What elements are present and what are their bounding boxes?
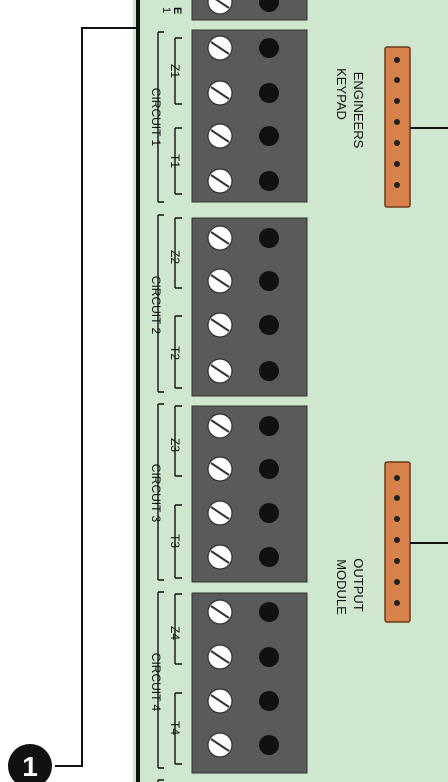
terminal-holes [259, 228, 279, 381]
zone-bracket [174, 217, 182, 289]
pin [394, 475, 400, 481]
zone-label: Z2 [168, 250, 182, 264]
hole [259, 735, 279, 755]
circuit-label: CIRCUIT 2 [149, 276, 163, 335]
hole [259, 459, 279, 479]
zone-label: Z4 [168, 626, 182, 640]
zone-bracket [174, 593, 182, 665]
terminal-holes [259, 602, 279, 755]
terminal-screws [207, 413, 233, 570]
terminal-prefix-a: E [171, 7, 183, 14]
circuit-label: CIRCUIT 4 [149, 653, 163, 712]
hole [259, 38, 279, 58]
zone-bracket [174, 405, 182, 477]
pin [394, 600, 400, 606]
hole [259, 602, 279, 622]
hole [259, 126, 279, 146]
zone-label: Z3 [168, 438, 182, 452]
header-pins [394, 57, 400, 188]
terminal-screws [207, 35, 233, 194]
pin [394, 537, 400, 543]
tamper-bracket [174, 315, 182, 389]
terminal-screws [207, 225, 233, 384]
hole [259, 691, 279, 711]
top-partial-terminal: E 1 [160, 0, 308, 21]
circuit-3: CIRCUIT 3 Z3 T3 [149, 403, 308, 583]
tamper-bracket [174, 127, 182, 195]
engineers-keypad-connector: ENGINEERS KEYPAD [334, 46, 448, 208]
connector-label-line2: MODULE [334, 559, 349, 615]
connector-label-line1: ENGINEERS [351, 72, 366, 149]
pin [394, 119, 400, 125]
pin [394, 98, 400, 104]
hole [259, 416, 279, 436]
pin [394, 495, 400, 501]
callout-number: 1 [22, 751, 38, 782]
pin [394, 182, 400, 188]
terminal-holes [259, 38, 279, 191]
connector-label-line1: OUTPUT [351, 558, 366, 612]
hole [259, 547, 279, 567]
circuit-1: CIRCUIT 1 Z1 T1 [149, 29, 308, 203]
tamper-bracket [174, 692, 182, 765]
hole [259, 503, 279, 523]
hole [259, 83, 279, 103]
tamper-label: T2 [168, 346, 182, 360]
callout-1: 1 [8, 744, 52, 782]
hole [259, 647, 279, 667]
circuit-4: CIRCUIT 4 Z4 T4 [149, 591, 308, 774]
terminal-prefix-b: 1 [160, 7, 172, 13]
connector-label-line2: KEYPAD [334, 68, 349, 120]
tamper-label: T4 [168, 721, 182, 735]
circuit-bracket [157, 591, 164, 769]
pin [394, 558, 400, 564]
tamper-label: T1 [168, 154, 182, 168]
hole [259, 361, 279, 381]
pin [394, 77, 400, 83]
circuit-bracket [157, 403, 164, 581]
zone-bracket [174, 37, 182, 105]
terminal-holes [259, 416, 279, 567]
zone-label: Z1 [168, 64, 182, 78]
hole [259, 228, 279, 248]
output-module-connector: OUTPUT MODULE [334, 461, 448, 623]
circuit-bracket [157, 214, 164, 393]
pin [394, 140, 400, 146]
hole [259, 171, 279, 191]
circuit-label: CIRCUIT 1 [149, 88, 163, 147]
pin [394, 516, 400, 522]
pin [394, 161, 400, 167]
hole [259, 315, 279, 335]
hole [259, 271, 279, 291]
pin [394, 579, 400, 585]
external-wire [55, 27, 138, 767]
circuit-label: CIRCUIT 3 [149, 464, 163, 523]
pin [394, 57, 400, 63]
header-pins [394, 475, 400, 606]
tamper-bracket [174, 504, 182, 579]
terminal-screws [207, 599, 233, 758]
circuit-bracket [157, 31, 164, 203]
circuit-2: CIRCUIT 2 Z2 T2 [149, 214, 308, 397]
tamper-label: T3 [168, 534, 182, 548]
